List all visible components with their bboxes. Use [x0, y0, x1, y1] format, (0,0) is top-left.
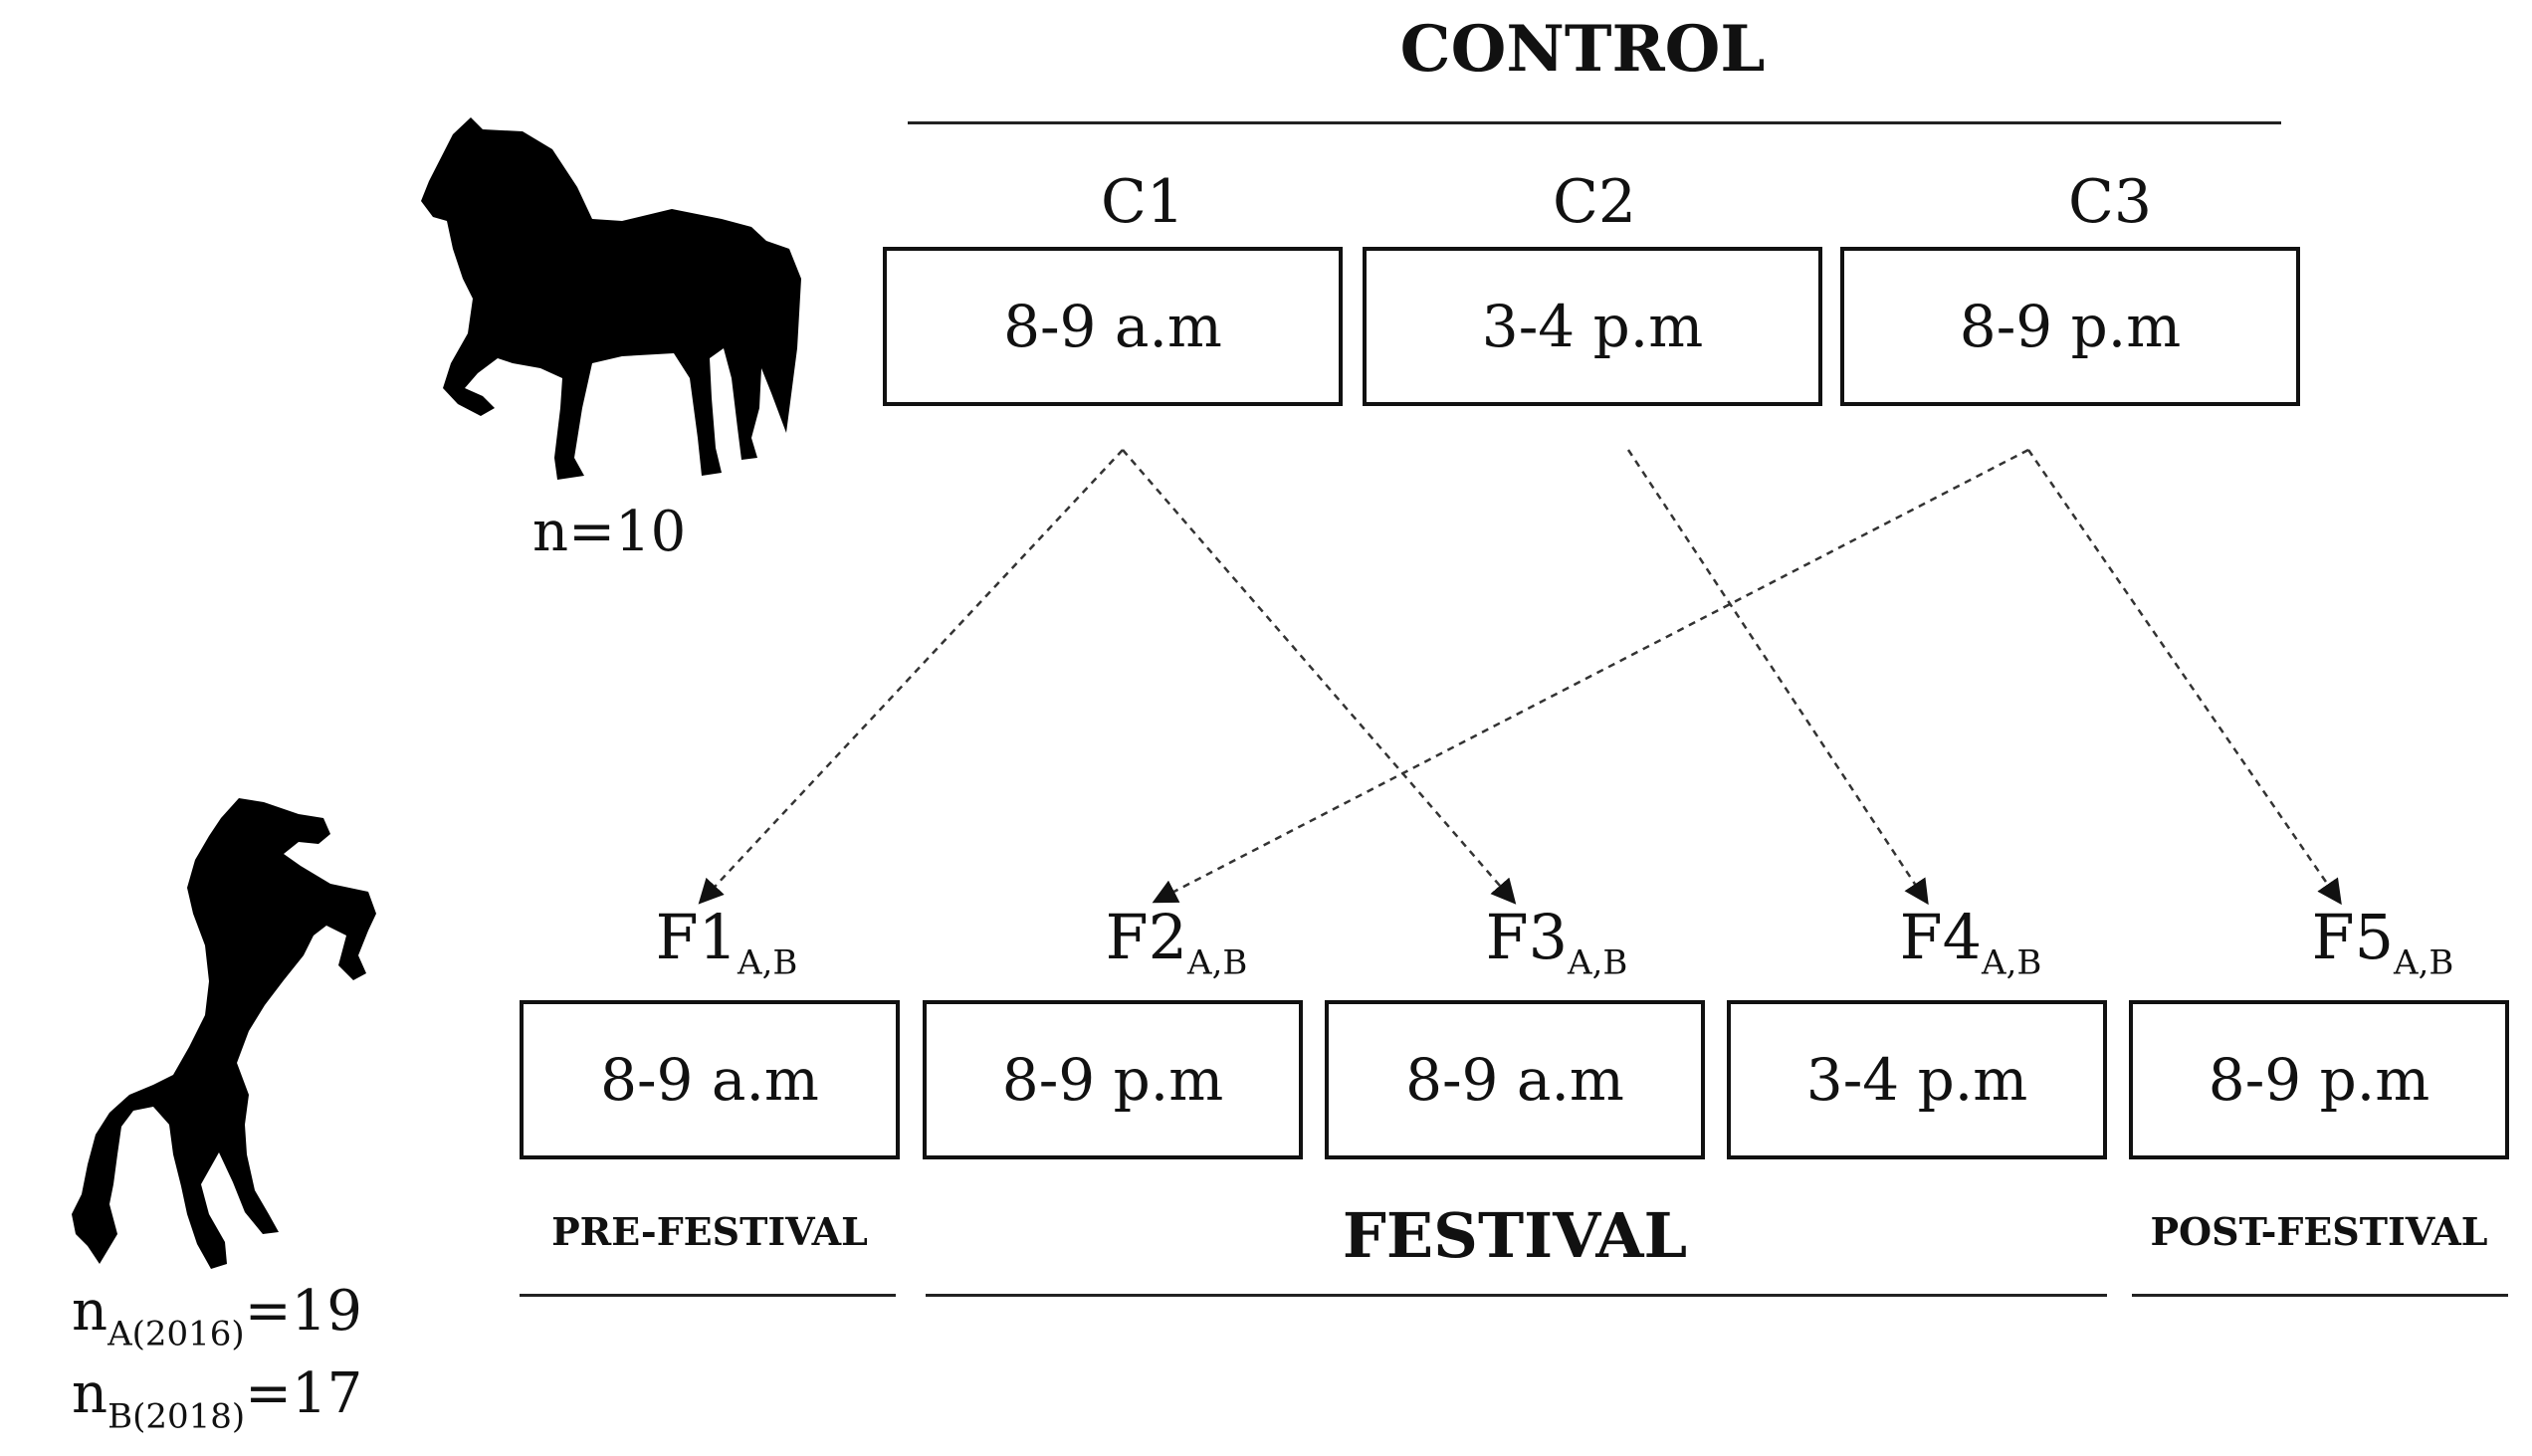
walking-horse-silhouette-icon — [421, 117, 801, 480]
arrow-c3-to-f5 — [2026, 449, 2342, 906]
control-label-c3: C3 — [2067, 167, 2153, 237]
arrow-c1-to-f1 — [698, 449, 1124, 905]
control-sample-size: n=10 — [532, 500, 687, 564]
festival-label-f4: F4A,B — [1899, 901, 2042, 983]
arrow-c1-to-f3 — [1122, 449, 1517, 905]
arrow-c2-to-f4 — [1626, 449, 1929, 906]
festival-box-f1: 8-9 a.m — [520, 1000, 900, 1159]
post-festival-underline — [2132, 1294, 2508, 1297]
control-box-c3: 8-9 p.m — [1840, 247, 2300, 406]
phase-post-festival: POST-FESTIVAL — [2150, 1209, 2488, 1254]
festival-sample-a: nA(2016)=19 — [72, 1279, 362, 1354]
festival-label-f2: F2A,B — [1105, 901, 1248, 983]
festival-box-f2: 8-9 p.m — [923, 1000, 1303, 1159]
control-box-c1: 8-9 a.m — [883, 247, 1343, 406]
festival-box-f5: 8-9 p.m — [2129, 1000, 2509, 1159]
festival-label-f5: F5A,B — [2311, 901, 2454, 983]
control-title: CONTROL — [1399, 12, 1766, 87]
phase-festival: FESTIVAL — [1342, 1199, 1688, 1272]
festival-label-f1: F1A,B — [655, 901, 798, 983]
control-label-c1: C1 — [1100, 167, 1185, 237]
control-underline — [908, 121, 2281, 124]
control-label-c2: C2 — [1552, 167, 1637, 237]
festival-sample-b: nB(2018)=17 — [72, 1361, 363, 1437]
festival-box-f3: 8-9 a.m — [1325, 1000, 1705, 1159]
pre-festival-underline — [520, 1294, 896, 1297]
rearing-horse-silhouette-icon — [72, 798, 376, 1269]
arrow-c3-to-f2 — [1152, 448, 2029, 904]
control-box-c2: 3-4 p.m — [1363, 247, 1822, 406]
festival-underline — [926, 1294, 2107, 1297]
festival-box-f4: 3-4 p.m — [1727, 1000, 2107, 1159]
festival-label-f3: F3A,B — [1485, 901, 1628, 983]
phase-pre-festival: PRE-FESTIVAL — [551, 1209, 868, 1254]
